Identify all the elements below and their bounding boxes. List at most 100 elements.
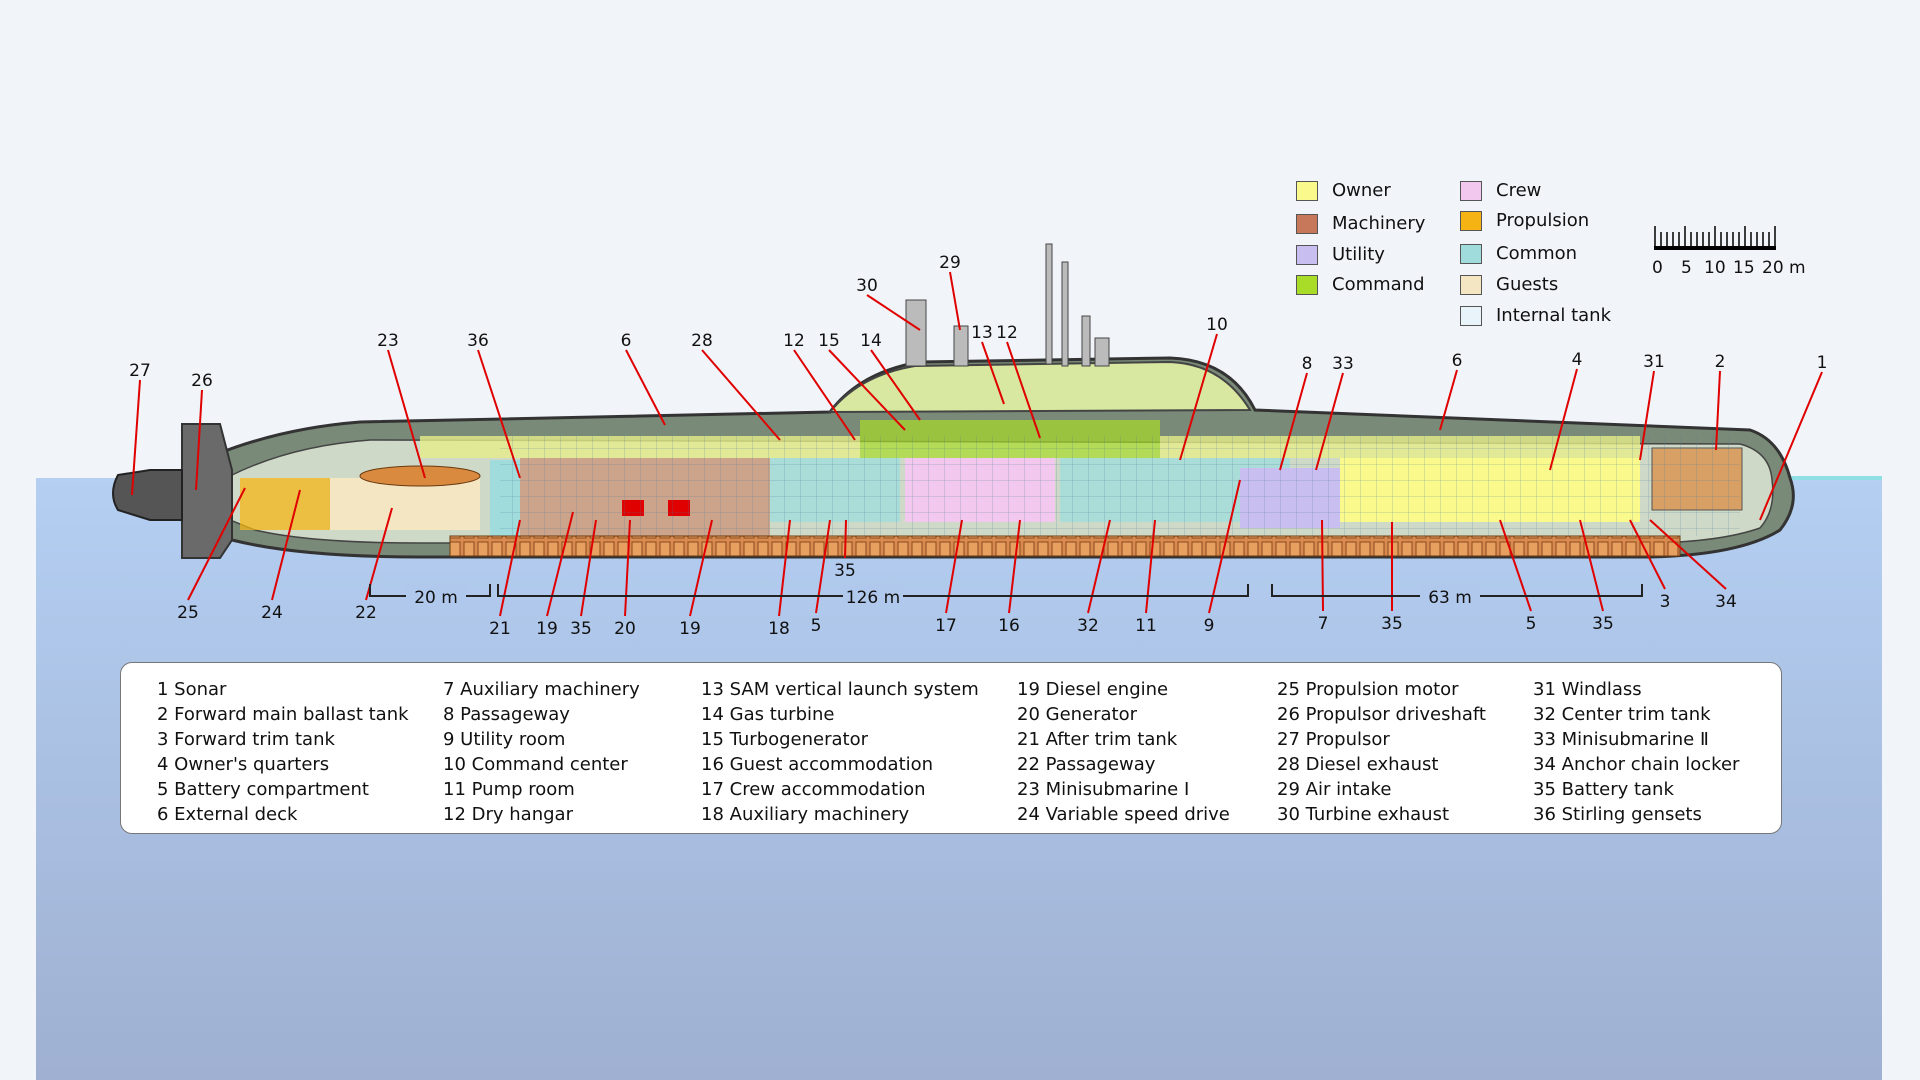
callout-leader-line (828, 349, 906, 431)
key-item: 29 Air intake (1277, 779, 1392, 800)
compartment-guests-aft (330, 478, 480, 530)
callout-number: 10 (1206, 315, 1228, 335)
key-item: 36 Stirling gensets (1533, 804, 1702, 825)
callout-number: 11 (1135, 616, 1157, 636)
callout-number: 32 (1077, 616, 1099, 636)
key-item: 15 Turbogenerator (701, 729, 869, 750)
key-item: 24 Variable speed drive (1017, 804, 1230, 825)
air-intake-stack (953, 325, 969, 367)
callout-number: 27 (129, 361, 151, 381)
scale-tick-label: 5 (1681, 258, 1692, 278)
dimension-label: 126 m (846, 588, 900, 608)
callout-number: 12 (783, 331, 805, 351)
key-item: 9 Utility room (443, 729, 566, 750)
propulsor-hub (112, 469, 183, 521)
key-item: 6 External deck (157, 804, 298, 825)
callout-number: 12 (996, 323, 1018, 343)
callout-leader-line (793, 349, 856, 441)
callout-leader-line (477, 349, 521, 479)
key-item: 13 SAM vertical launch system (701, 679, 979, 700)
legend-item-crew: Crew (1460, 180, 1541, 201)
callout-number: 30 (856, 276, 878, 296)
key-item: 20 Generator (1017, 704, 1138, 725)
callout-number: 31 (1643, 352, 1665, 372)
dimension-label: 20 m (414, 588, 458, 608)
sea-surface-line (1760, 476, 1882, 480)
sail (827, 360, 1252, 414)
key-item: 12 Dry hangar (443, 804, 573, 825)
callout-number: 22 (355, 603, 377, 623)
dimension-label-bg (1420, 584, 1480, 606)
callout-number: 29 (939, 253, 961, 273)
legend-label: Internal tank (1496, 305, 1612, 326)
legend-swatch (1296, 244, 1318, 265)
key-item: 16 Guest accommodation (701, 754, 934, 775)
callout-number: 24 (261, 603, 283, 623)
callout-leader-line (981, 341, 1005, 405)
stern-fins (181, 423, 233, 559)
key-item: 2 Forward main ballast tank (157, 704, 409, 725)
callout-leader-line (1439, 369, 1458, 431)
legend-item-command: Command (1296, 274, 1425, 295)
key-item: 26 Propulsor driveshaft (1277, 704, 1486, 725)
callout-leader-line (271, 489, 301, 601)
key-item: 32 Center trim tank (1533, 704, 1711, 725)
key-item: 3 Forward trim tank (157, 729, 335, 750)
key-item: 28 Diesel exhaust (1277, 754, 1439, 775)
callout-leader-line (195, 389, 203, 491)
callout-leader-line (866, 294, 921, 331)
callout-number: 34 (1715, 592, 1737, 612)
legend-label: Utility (1332, 244, 1385, 265)
callout-leader-line (1208, 479, 1241, 614)
mast-1 (1045, 243, 1053, 365)
callout-number: 35 (1592, 614, 1614, 634)
scale-tick-label: 0 (1652, 258, 1663, 278)
legend-swatch (1460, 243, 1482, 264)
callout-number: 1 (1817, 353, 1828, 373)
scale-tick-label: 15 (1733, 258, 1755, 278)
callout-leader-line (1549, 368, 1578, 471)
legend-label: Guests (1496, 274, 1559, 295)
scale-tick-label: 20 m (1762, 258, 1806, 278)
legend-item-machinery: Machinery (1296, 213, 1425, 234)
callout-leader-line (546, 511, 574, 617)
legend-item-common: Common (1460, 243, 1577, 264)
callout-number: 16 (998, 616, 1020, 636)
dimension-label: 63 m (1428, 588, 1472, 608)
key-item: 22 Passageway (1017, 754, 1156, 775)
callout-leader-line (1006, 341, 1041, 439)
callout-leader-line (701, 349, 781, 441)
key-item: 4 Owner's quarters (157, 754, 330, 775)
battery-tanks (449, 535, 1681, 557)
key-item: 23 Minisubmarine Ⅰ (1017, 779, 1190, 800)
legend-swatch (1460, 210, 1482, 231)
callout-leader-line (499, 519, 521, 617)
callout-number: 7 (1318, 614, 1329, 634)
key-item: 33 Minisubmarine Ⅱ (1533, 729, 1709, 750)
scale-bar: 0 5 10 15 20 m (1648, 224, 1818, 284)
legend-swatch (1296, 274, 1318, 295)
key-item: 21 After trim tank (1017, 729, 1178, 750)
callout-number: 4 (1572, 350, 1583, 370)
callout-leader-line (1087, 519, 1111, 614)
callout-leader-line (1629, 519, 1666, 590)
legend-label: Command (1332, 274, 1425, 295)
callout-number: 33 (1332, 354, 1354, 374)
callout-leader-line (1715, 370, 1721, 451)
legend-swatch (1296, 213, 1318, 234)
callout-number: 35 (1381, 614, 1403, 634)
legend-swatch (1460, 274, 1482, 295)
callout-number: 35 (570, 619, 592, 639)
callout-number: 5 (811, 616, 822, 636)
key-item: 18 Auxiliary machinery (701, 804, 910, 825)
callout-leader-line (624, 519, 631, 617)
legend-label: Owner (1332, 180, 1391, 201)
key-item: 31 Windlass (1533, 679, 1642, 700)
scale-tick-label: 10 (1704, 258, 1726, 278)
callout-leader-line (625, 349, 666, 426)
legend-label: Crew (1496, 180, 1542, 201)
